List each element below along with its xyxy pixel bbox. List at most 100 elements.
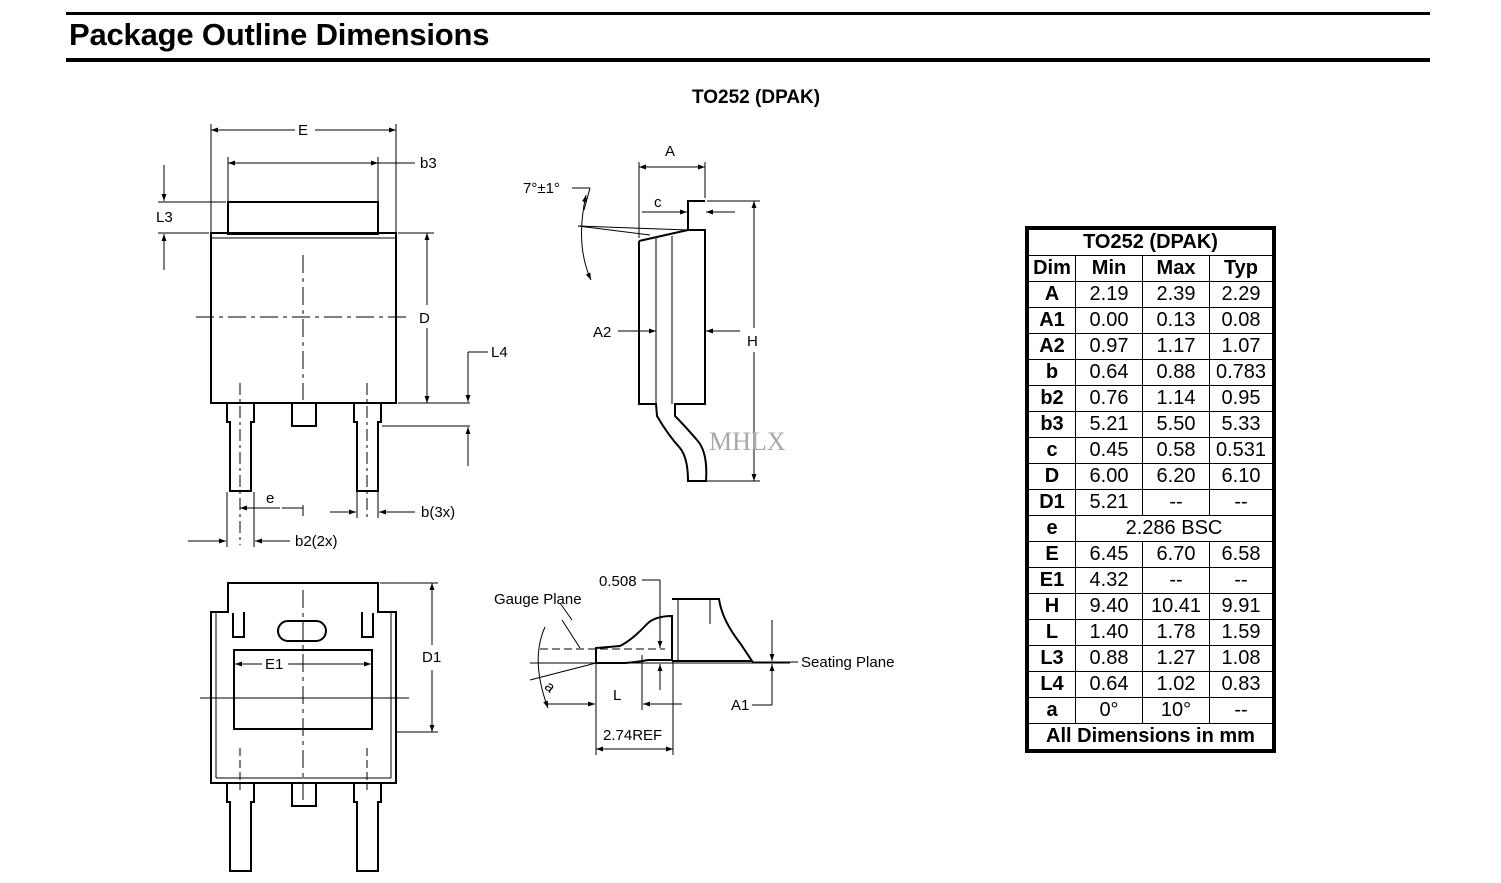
table-title: TO252 (DPAK) [1028,229,1273,256]
label-b2-2x: b2(2x) [295,533,338,550]
dim-cell: D1 [1028,489,1076,516]
min-cell: 0.64 [1075,671,1143,698]
dim-cell: A2 [1028,333,1076,360]
min-cell: 0.88 [1075,645,1143,672]
header-min: Min [1075,255,1143,282]
typ-cell: 1.59 [1209,619,1273,646]
typ-cell: -- [1209,567,1273,594]
watermark: MHLX [709,427,786,456]
label-b-3x: b(3x) [421,504,455,521]
max-cell: 10° [1142,697,1210,724]
label-274ref: 2.74REF [603,727,662,744]
dim-cell: b2 [1028,385,1076,412]
typ-cell: 2.29 [1209,281,1273,308]
header-typ: Typ [1209,255,1273,282]
page-title: Package Outline Dimensions [69,17,490,52]
max-cell: -- [1142,489,1210,516]
label-b3: b3 [420,155,437,172]
typ-cell: 0.08 [1209,307,1273,334]
max-cell: 0.88 [1142,359,1210,386]
min-cell: 0° [1075,697,1143,724]
dim-cell: e [1028,515,1076,542]
min-cell: 5.21 [1075,489,1143,516]
label-D: D [419,310,430,327]
typ-cell: 6.10 [1209,463,1273,490]
max-cell: 10.41 [1142,593,1210,620]
label-H: H [747,333,758,350]
max-cell: 0.13 [1142,307,1210,334]
label-A2: A2 [593,324,611,341]
dim-cell: E [1028,541,1076,568]
label-D1: D1 [422,649,441,666]
dim-cell: A1 [1028,307,1076,334]
title-underline [66,58,1430,62]
span-value-cell: 2.286 BSC [1075,515,1273,542]
label-E1: E1 [265,656,283,673]
typ-cell: 5.33 [1209,411,1273,438]
dim-cell: L [1028,619,1076,646]
max-cell: 6.70 [1142,541,1210,568]
min-cell: 0.97 [1075,333,1143,360]
side-view [572,162,760,482]
label-angle: 7°±1° [523,180,560,197]
dim-cell: L3 [1028,645,1076,672]
max-cell: 1.02 [1142,671,1210,698]
min-cell: 0.76 [1075,385,1143,412]
lead-detail-view [529,579,798,755]
label-L: L [613,687,621,704]
table-footer: All Dimensions in mm [1028,723,1273,750]
dim-cell: L4 [1028,671,1076,698]
label-L3: L3 [156,209,173,226]
dim-cell: D [1028,463,1076,490]
min-cell: 0.00 [1075,307,1143,334]
max-cell: -- [1142,567,1210,594]
max-cell: 1.78 [1142,619,1210,646]
typ-cell: 0.531 [1209,437,1273,464]
max-cell: 1.27 [1142,645,1210,672]
dim-cell: c [1028,437,1076,464]
max-cell: 2.39 [1142,281,1210,308]
dim-cell: E1 [1028,567,1076,594]
label-L4: L4 [491,344,508,361]
typ-cell: -- [1209,489,1273,516]
label-seating-plane: Seating Plane [801,654,894,671]
typ-cell: 9.91 [1209,593,1273,620]
typ-cell: 6.58 [1209,541,1273,568]
dim-cell: A [1028,281,1076,308]
label-A1: A1 [731,697,749,714]
typ-cell: 0.83 [1209,671,1273,698]
typ-cell: 1.08 [1209,645,1273,672]
typ-cell: 0.95 [1209,385,1273,412]
label-e: e [266,490,274,507]
dim-cell: a [1028,697,1076,724]
header-max: Max [1142,255,1210,282]
min-cell: 2.19 [1075,281,1143,308]
top-view [158,124,488,547]
dim-cell: b [1028,359,1076,386]
min-cell: 6.45 [1075,541,1143,568]
label-E: E [298,122,308,139]
dim-cell: H [1028,593,1076,620]
max-cell: 1.14 [1142,385,1210,412]
max-cell: 6.20 [1142,463,1210,490]
typ-cell: -- [1209,697,1273,724]
min-cell: 6.00 [1075,463,1143,490]
label-A: A [665,143,675,160]
max-cell: 5.50 [1142,411,1210,438]
label-0508: 0.508 [599,573,637,590]
bottom-view [200,582,438,872]
